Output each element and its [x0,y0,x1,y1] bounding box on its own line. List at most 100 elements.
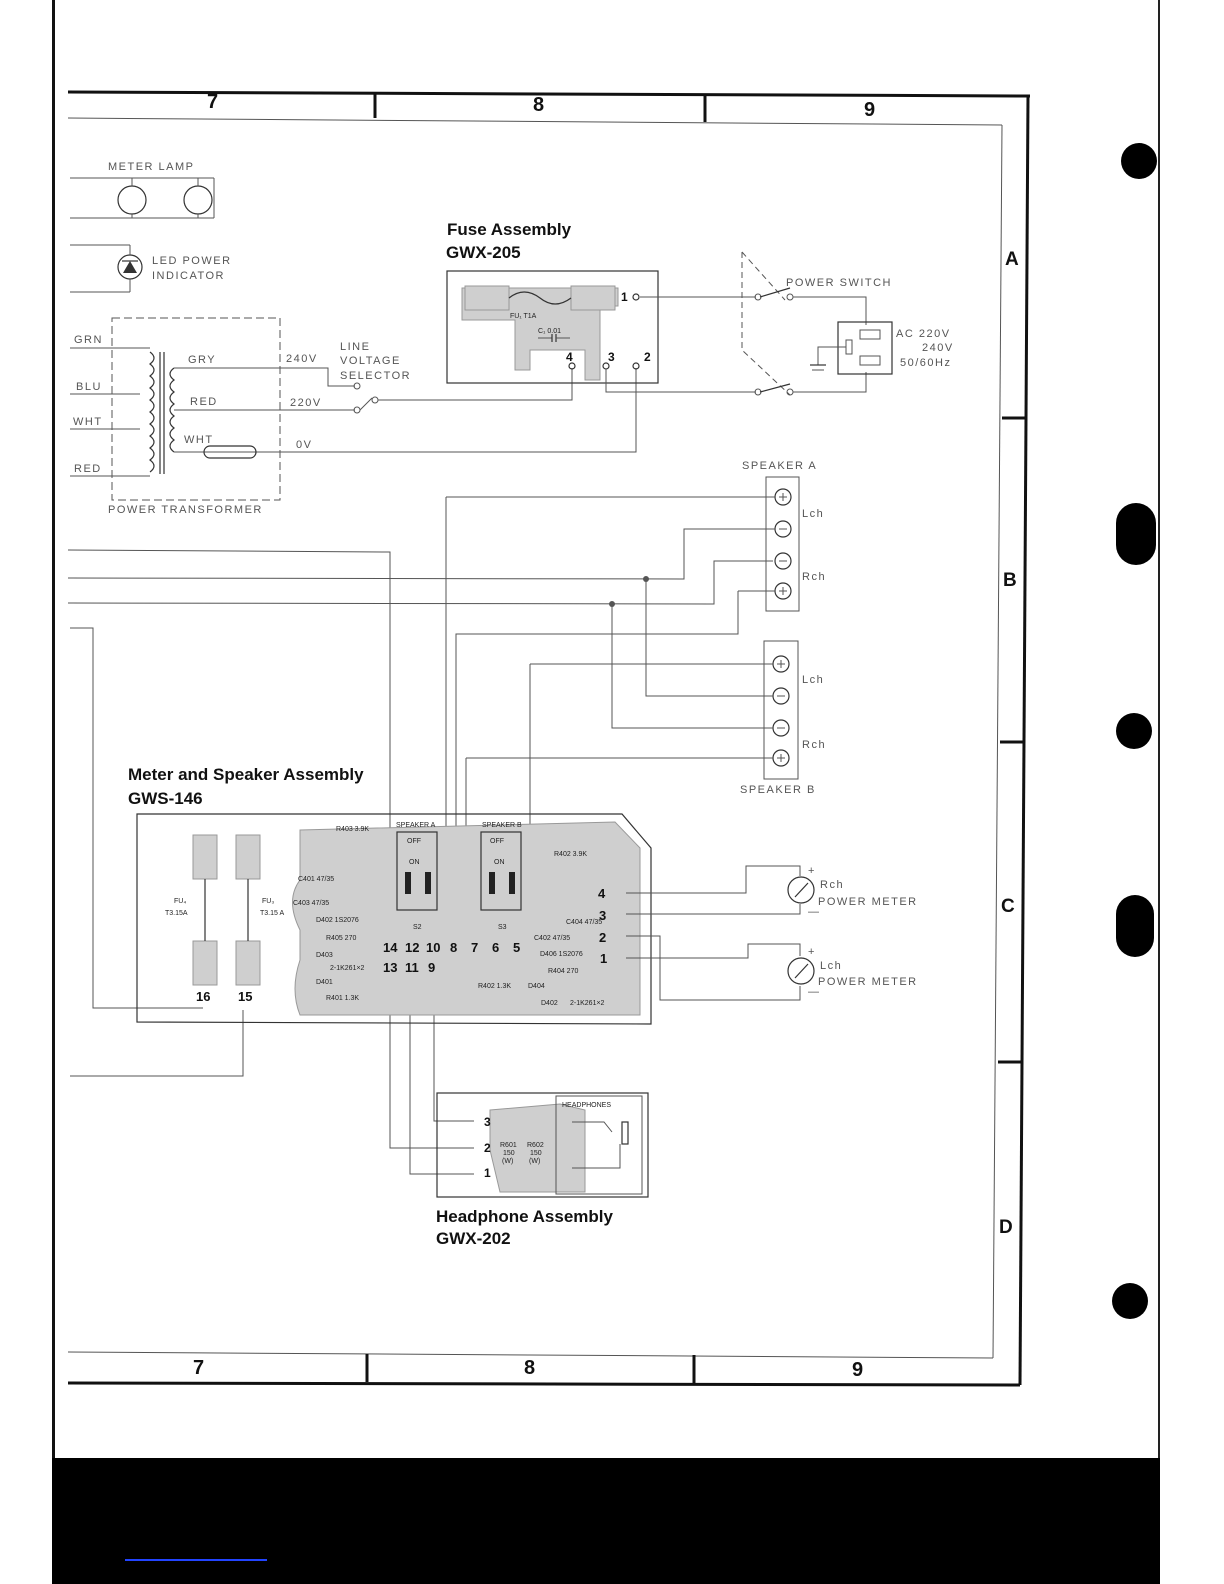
meter-label: POWER METER [818,976,918,988]
paper-sheet [52,0,1160,1468]
thermal-fuse-icon [203,445,257,459]
ac-label: AC 220V [896,328,951,340]
fuse-pin: 4 [566,350,573,364]
secondary-wire-label: RED [190,396,218,408]
speaker-b-switch [480,831,522,911]
primary-wire-label: WHT [73,416,103,428]
selector-label: VOLTAGE [340,355,401,367]
selector-label: SELECTOR [340,370,411,382]
switch-label: S3 [498,924,507,931]
drawing-frame [67,90,1031,1387]
wire [378,368,573,401]
punch-hole [1116,895,1154,957]
resistor-label: (W) [502,1158,513,1165]
column-label: 8 [533,94,544,116]
resistor-label: R602 [527,1142,544,1149]
headphone-pin: 2 [484,1141,491,1155]
component-label: D402 1S2076 [316,917,359,924]
row-labels: A B C D [999,249,1019,1238]
channel-label: Lch [802,674,824,686]
component-label: R404 270 [548,968,578,975]
component-label: 2-1K261×2 [570,1000,605,1007]
component-label: D402 [541,1000,558,1007]
punch-hole [1112,1283,1148,1319]
board-pin: 2 [599,930,606,945]
component-label: R401 1.3K [326,995,359,1002]
headphone-jack-icon [621,1121,629,1145]
column-labels-top: 7 8 9 [207,91,875,121]
component-label: C401 47/35 [298,876,334,883]
fuse-label: FU₄ [174,898,186,905]
board-pin: 3 [599,908,606,923]
column-label: 8 [524,1357,535,1379]
component-label: D406 1S2076 [540,951,583,958]
tap-label: 220V [290,397,322,409]
cap-label: C₁ 0.01 [538,328,561,335]
meter-plus: + [808,865,816,877]
board-pin: 9 [428,960,435,975]
primary-wire-label: GRN [74,334,103,346]
secondary-wire-label: GRY [188,354,216,366]
secondary-wire-label: WHT [184,434,214,446]
board-pin: 1 [600,951,607,966]
punch-hole [1121,143,1157,179]
rch-power-meter-icon [787,876,815,904]
power-meters: + — + — Rch POWER METER Lch POWER METER [626,865,918,1001]
headphone-title: Headphone Assembly [436,1207,614,1226]
led-label: LED POWER [152,255,232,267]
meter-lamp-icon [117,185,147,215]
channel-label: Rch [802,571,826,583]
fuse-assembly-code: GWX-205 [446,243,521,262]
right-paper-edge [1158,0,1160,1468]
column-label: 7 [207,91,218,113]
switch-label: S2 [413,924,422,931]
power-switch-section: POWER SWITCH AC 220V 240V 50/60Hz [605,251,954,396]
switch-label: SPEAKER A [396,822,436,829]
row-label: C [1001,896,1015,917]
channel-label: Lch [802,508,824,520]
fuse-label: FU₁ T1A [510,313,537,320]
speaker-a-switch [396,831,438,911]
headphone-board [436,1092,649,1198]
ac-outlet-icon [837,321,893,375]
speaker-b-terminals: SPEAKER B Lch Rch [740,640,826,796]
meter-lamp-icon [183,185,213,215]
row-label: D [999,1217,1013,1238]
meter-speaker-code: GWS-146 [128,789,203,808]
column-labels-bottom: 7 8 9 [193,1357,863,1381]
component-label: D401 [316,979,333,986]
tap-label: 240V [286,353,318,365]
fuse-board [446,270,659,384]
headphone-pin: 1 [484,1166,491,1180]
meter-label: POWER METER [818,896,918,908]
row-label: A [1005,249,1019,270]
fuse-label: T3.15 A [260,910,284,917]
board-pin: 6 [492,940,499,955]
secondary-coil [169,367,175,453]
primary-coil [149,351,155,473]
headphone-assembly: HEADPHONES 3 2 1 R601 150 (W) R602 150 (… [436,1092,649,1248]
fuse-pin: 1 [621,290,628,304]
selector-label: LINE [340,341,370,353]
component-label: R405 270 [326,935,356,942]
power-switch-label: POWER SWITCH [786,277,892,289]
component-label: C403 47/35 [293,900,329,907]
column-label: 7 [193,1357,204,1379]
switch-label: OFF [490,838,504,845]
meter-lamp-section: METER LAMP LED POWER INDICATOR [70,161,232,293]
board-pin: 10 [426,940,440,955]
speaker-a-terminals: SPEAKER A Lch Rch [742,460,826,612]
ac-label: 240V [922,342,954,354]
wire [605,369,756,393]
fuse-pin: 2 [644,350,651,364]
component-label: C404 47/35 [566,919,602,926]
meter-minus: — [808,986,821,998]
channel-label: Rch [802,739,826,751]
board-pin: 5 [513,940,520,955]
meter-label: Rch [820,879,844,891]
board-pin: 8 [450,940,457,955]
component-label: C402 47/35 [534,935,570,942]
lch-power-meter-icon [787,957,815,985]
